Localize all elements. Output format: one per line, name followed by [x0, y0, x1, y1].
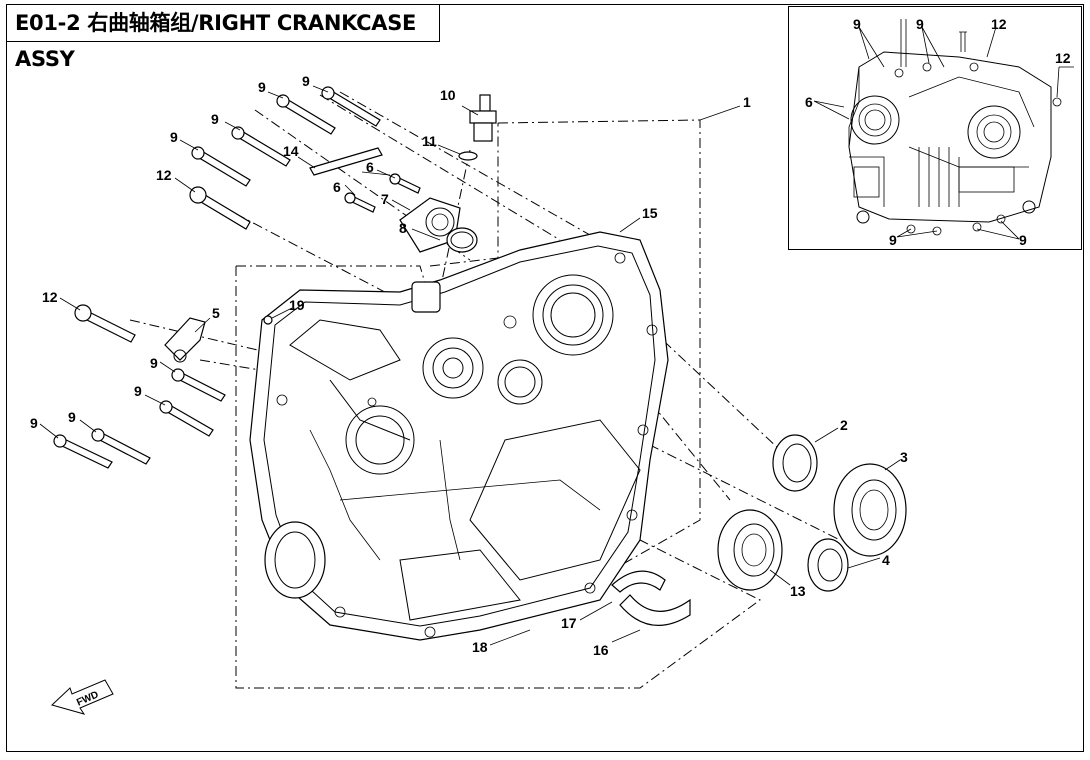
callout-19: 19: [289, 297, 305, 313]
callout-11: 11: [422, 133, 437, 149]
callout-14: 14: [283, 143, 299, 159]
sensor-part-10: [469, 94, 497, 142]
inset-callout-6: 6: [805, 94, 813, 110]
inset-callout-9d: 9: [1019, 232, 1027, 248]
bearing-shells-16-17: [611, 570, 691, 626]
callout-12b: 12: [42, 289, 58, 305]
callout-8: 8: [399, 220, 407, 236]
callout-15: 15: [642, 205, 658, 221]
inset-callout-9b: 9: [916, 16, 924, 32]
diagram-title: E01-2 右曲轴箱组/RIGHT CRANKCASE ASSY: [6, 4, 440, 71]
callout-9f: 9: [134, 383, 142, 399]
callout-9g: 9: [68, 409, 76, 425]
callout-6a: 6: [366, 159, 374, 175]
bearing-part-3: [833, 463, 907, 557]
inset-crankcase-drawing: 9 9 12 12 6 9 9: [805, 16, 1074, 248]
washer-part-11: [458, 151, 478, 161]
inset-callout-9c: 9: [889, 232, 897, 248]
fwd-label: FWD: [75, 689, 100, 708]
callout-18: 18: [472, 639, 488, 655]
callout-13: 13: [790, 583, 806, 599]
oil-seal-part-2: [772, 434, 818, 492]
bearing-part-13: [717, 509, 783, 591]
callout-3: 3: [900, 449, 908, 465]
callout-4: 4: [882, 552, 890, 568]
callout-7: 7: [381, 191, 389, 207]
callout-10: 10: [440, 87, 456, 103]
callout-9b: 9: [302, 73, 310, 89]
inset-callout-12b: 12: [1055, 50, 1071, 66]
cover-part-7: [399, 197, 461, 253]
callout-9e: 9: [150, 355, 158, 371]
inset-callout-9a: 9: [853, 16, 861, 32]
drawing-frame: [6, 4, 1084, 752]
callout-16: 16: [593, 642, 609, 658]
assembly-boundary-18: [235, 266, 761, 689]
inset-callout-12a: 12: [991, 16, 1007, 32]
callout-9c: 9: [211, 111, 219, 127]
callout-6b: 6: [333, 179, 341, 195]
plate-part-14: [309, 147, 383, 176]
callout-2: 2: [840, 417, 848, 433]
callout-9h: 9: [30, 415, 38, 431]
callout-1: 1: [743, 94, 751, 110]
assembly-boundary-1: [497, 119, 701, 601]
callout-5: 5: [212, 305, 220, 321]
callout-12a: 12: [156, 167, 172, 183]
bracket-part-5: [164, 317, 206, 361]
callout-9d: 9: [170, 129, 178, 145]
callout-17: 17: [561, 615, 577, 631]
right-crankcase-body: [249, 231, 669, 641]
inset-view-box: 9 9 12 12 6 9 9: [788, 6, 1082, 250]
bearing-part-4: [807, 538, 849, 592]
callout-9a: 9: [258, 79, 266, 95]
fwd-arrow-icon: FWD: [51, 679, 114, 715]
leader-lines: [39, 85, 901, 646]
